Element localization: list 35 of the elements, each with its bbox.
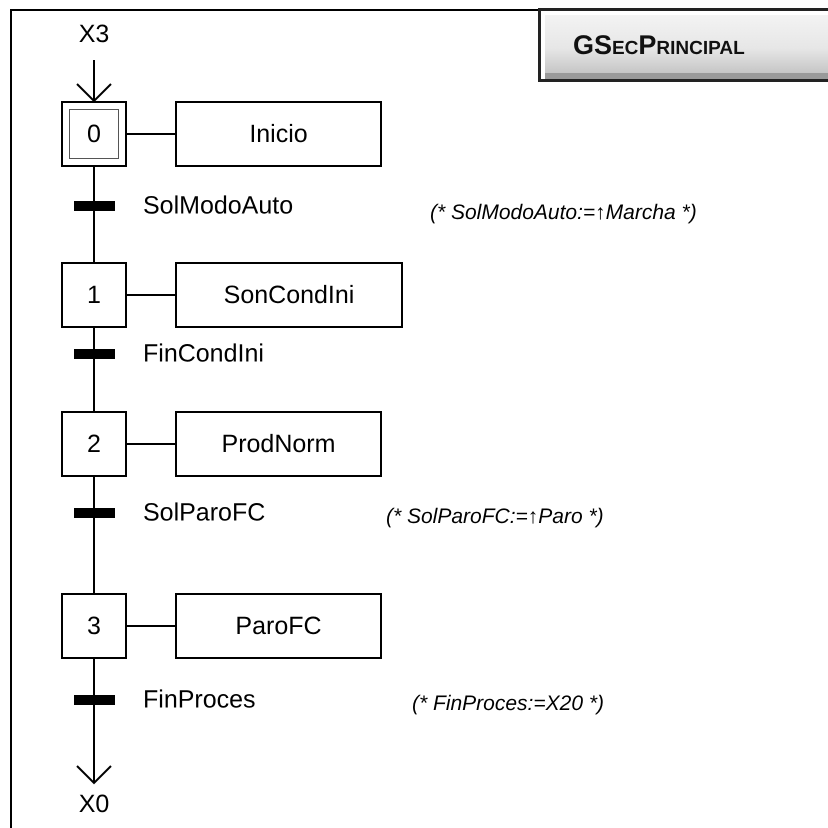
- arrow: [76, 659, 112, 784]
- step-label: ParoFC: [235, 612, 322, 640]
- transition-condition: FinProces: [143, 686, 256, 714]
- connector-line: [127, 443, 175, 445]
- connector-line: [127, 133, 175, 135]
- connector-line: [93, 167, 95, 262]
- comment-note: (* SolParoFC:=↑Paro *): [386, 505, 604, 529]
- step-label: 3: [87, 612, 101, 640]
- arrow: [76, 60, 112, 102]
- connector-line: [93, 477, 95, 593]
- connector-line: [127, 294, 175, 296]
- action-box: [175, 262, 403, 328]
- step-label: SonCondIni: [224, 280, 354, 310]
- transition-condition: SolParoFC: [143, 498, 266, 528]
- connector-line: [127, 625, 175, 627]
- initial-step-box: [61, 101, 127, 167]
- step-label: 1: [87, 280, 101, 310]
- step-label: Inicio: [249, 120, 308, 148]
- step-label: 0: [87, 120, 101, 148]
- action-box: [175, 411, 382, 477]
- step-reference: X0: [78, 790, 110, 818]
- step-label: 2: [87, 430, 101, 458]
- title-plate: GSecPrincipal: [538, 8, 828, 82]
- step-label: ProdNorm: [222, 430, 336, 458]
- step-box: [61, 262, 127, 328]
- comment-note: (* FinProces:=X20 *): [412, 692, 604, 716]
- comment-note: (* SolModoAuto:=↑Marcha *): [430, 201, 697, 225]
- action-box: [175, 593, 382, 659]
- connector-line: [93, 328, 95, 411]
- step-reference: X3: [78, 20, 110, 49]
- transition-condition: SolModoAuto: [143, 192, 294, 220]
- transition-condition: FinCondIni: [143, 340, 264, 368]
- action-box: [175, 101, 382, 167]
- step-box: [61, 411, 127, 477]
- step-box: [61, 593, 127, 659]
